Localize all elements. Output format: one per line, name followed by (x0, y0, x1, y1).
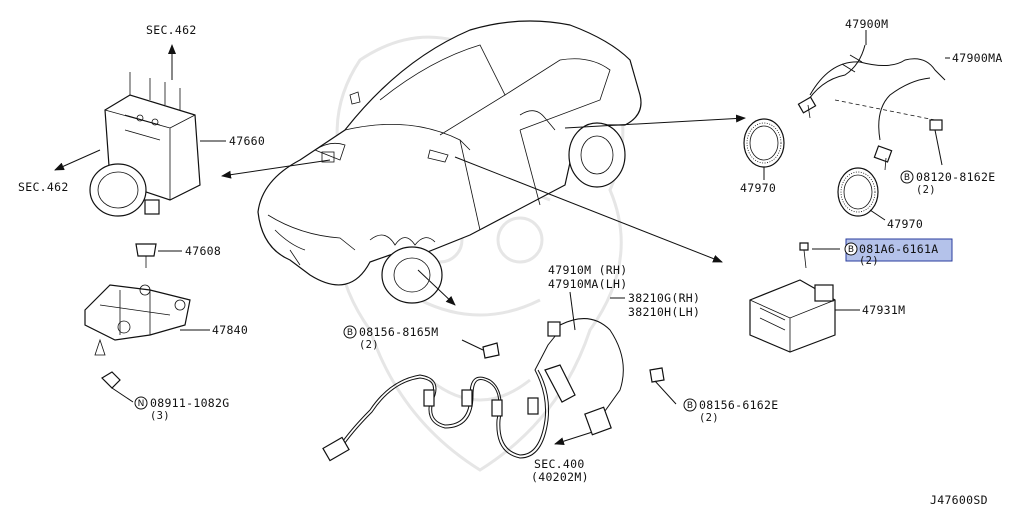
vehicle-outline (257, 20, 642, 304)
part-47970-b-label: 47970 (887, 217, 923, 231)
fastener-f2: B 08156-8165M (2) (343, 325, 438, 351)
sec400-label: SEC.400 (534, 457, 585, 471)
sec462-top-label: SEC.462 (146, 23, 197, 37)
fastener-f5-highlighted[interactable]: B 081A6-6161A (2) (844, 238, 953, 267)
bolt-symbol (900, 170, 914, 184)
bolt-08156-8165m (461, 339, 500, 359)
fastener-f3-prefix: B (687, 401, 693, 411)
part-47608-label: 47608 (185, 244, 221, 258)
fastener-f4-number: 08120-8162E (916, 170, 995, 184)
tone-ring-47970-b (837, 167, 879, 217)
fastener-f2-qty: (2) (359, 339, 379, 351)
part-47931m-label: 47931M (862, 303, 905, 317)
fastener-f1-prefix: N (138, 399, 145, 409)
bolt-symbol (683, 398, 697, 412)
grommet-47608 (135, 243, 157, 268)
fastener-f2-prefix: B (347, 328, 353, 338)
fastener-f3-number: 08156-6162E (699, 398, 778, 412)
part-47900m-label: 47900M (845, 17, 888, 31)
part-38210h-label: 38210H(LH) (628, 305, 700, 319)
bolt-08156-6162e (649, 367, 677, 405)
fastener-f5-qty: (2) (859, 255, 879, 267)
part-47900ma-label: 47900MA (952, 51, 1003, 65)
fastener-f2-number: 08156-8165M (359, 325, 438, 339)
bolt-symbol (343, 325, 357, 339)
leader-08120 (934, 129, 943, 166)
part-47970-a-label: 47970 (740, 181, 776, 195)
part-47910m-label: 47910M (RH) (548, 263, 627, 277)
part-38210g-label: 38210G(RH) (628, 291, 700, 305)
fastener-f1: N 08911-1082G (3) (134, 396, 229, 422)
fastener-f4-qty: (2) (916, 184, 936, 196)
part-47840-label: 47840 (212, 323, 248, 337)
fastener-f3-qty: (2) (699, 412, 719, 424)
fastener-f4-prefix: B (904, 173, 910, 183)
rear-sensor-harness (797, 44, 946, 171)
fastener-f5-number[interactable]: 081A6-6161A (859, 242, 938, 256)
nut-symbol (134, 396, 148, 410)
control-unit-47931m (749, 279, 836, 353)
bolt-symbol (844, 242, 858, 256)
bracket-47840 (84, 284, 191, 356)
tone-ring-47970-a (743, 118, 785, 168)
bolt-081a6 (799, 242, 840, 269)
nut-08911 (101, 371, 134, 403)
part-47660-label: 47660 (229, 134, 265, 148)
fastener-f3: B 08156-6162E (2) (683, 398, 778, 424)
front-sensor-harness (322, 318, 624, 462)
abs-actuator (89, 72, 201, 217)
sec462-left-label: SEC.462 (18, 180, 69, 194)
fastener-f1-number: 08911-1082G (150, 396, 229, 410)
fastener-f4: B 08120-8162E (2) (900, 170, 995, 196)
fastener-f1-qty: (3) (150, 410, 170, 422)
diagram-id: J47600SD (930, 493, 988, 507)
leader-47910 (569, 291, 576, 331)
leader-47970-b (869, 209, 886, 221)
part-47910ma-label: 47910MA(LH) (548, 277, 627, 291)
sec400-sub-label: (40202M) (531, 470, 589, 484)
reference-arrows (54, 44, 746, 446)
fastener-f5-prefix: B (848, 245, 854, 255)
